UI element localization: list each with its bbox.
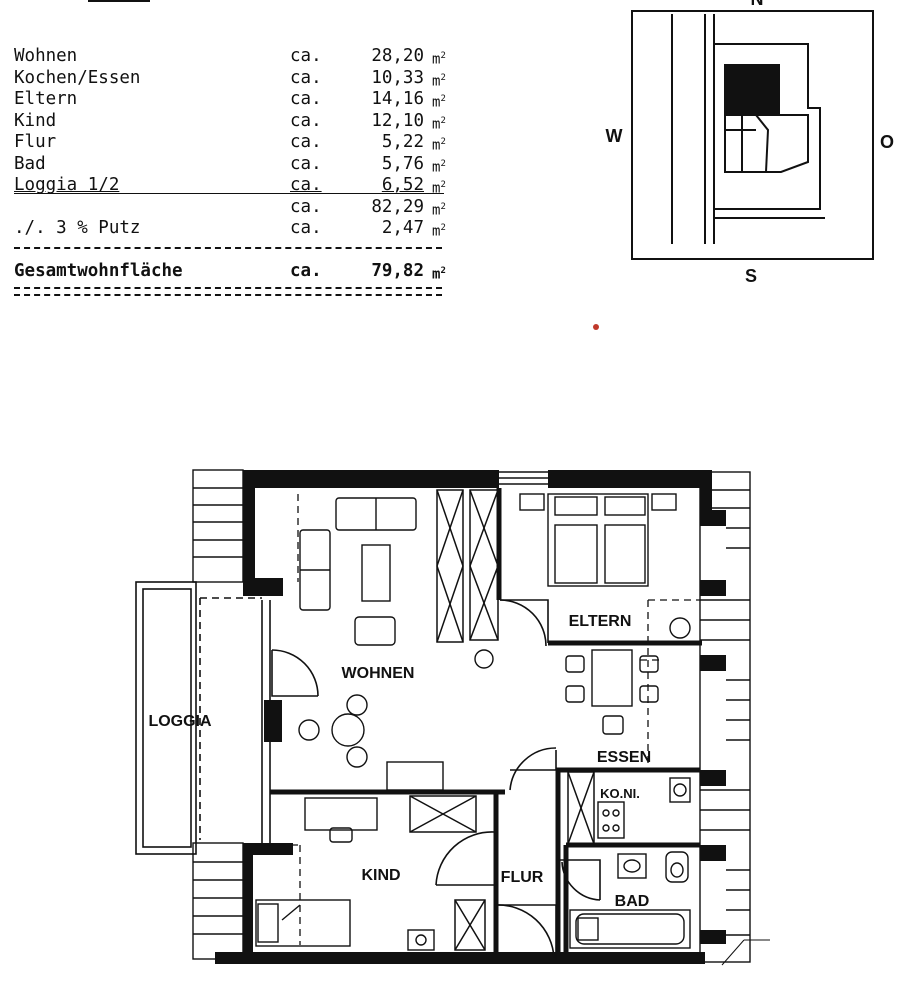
south-label: S [745,266,757,286]
room-name: Eltern [14,89,78,109]
approx-label: ca. [290,132,322,152]
area-value: 14,16 [371,89,424,109]
area-value: 5,22 [381,132,424,152]
approx-label: ca. [290,218,322,238]
approx-label: ca. [290,153,322,174]
room-labels: WOHNEN ELTERN ESSEN KO.NI. LOGGIA KIND F… [148,613,651,910]
building-highlight [724,64,780,116]
area-value: 12,10 [371,110,424,131]
approx-label: ca. [290,67,322,88]
unit: m2 [432,266,446,283]
dashed-lines [255,494,700,945]
room-label-wohnen: WOHNEN [342,665,415,682]
approx-label: ca. [290,196,322,217]
total-name: Gesamtwohnfläche [14,261,183,281]
room-name: Wohnen [14,46,78,66]
wardrobes [409,489,595,951]
approx-label: ca. [290,175,322,195]
approx-label: ca. [290,46,322,66]
sum-rule [14,193,444,194]
site-plan [631,10,874,260]
east-label: O [880,132,894,152]
area-row: Flur ca. 5,22 m2 [14,132,446,154]
corner-marks [721,939,770,966]
room-name: Kochen/Essen [14,67,141,88]
room-label-kochnische: KO.NI. [600,786,640,801]
approx-label: ca. [290,89,322,109]
approx-label: ca. [290,110,322,131]
deduction-value: 2,47 [381,218,424,238]
room-label-eltern: ELTERN [569,613,632,630]
floor-plan: WOHNEN ELTERN ESSEN KO.NI. LOGGIA KIND F… [135,469,770,966]
window-top [499,471,548,485]
doors [271,599,601,960]
room-label-essen: ESSEN [597,749,651,766]
unit: m2 [432,137,446,154]
unit: m2 [432,51,446,68]
total-row: Gesamtwohnfläche ca. 79,82 m2 [14,261,446,283]
unit: m2 [432,223,446,240]
area-value: 10,33 [371,67,424,88]
approx-label: ca. [290,261,322,281]
area-value: 5,76 [381,153,424,174]
furniture [255,493,691,951]
room-label-loggia: LOGGIA [148,713,212,730]
unit: m2 [432,94,446,111]
red-speck [593,324,599,330]
room-name: Bad [14,153,46,174]
unit: m2 [432,115,446,133]
north-label: N [751,0,764,9]
deduction-row: ./. 3 % Putz ca. 2,47 m2 [14,218,446,240]
area-row: Loggia 1/2 ca. 6,52 m2 [14,175,446,197]
room-label-kind: KIND [361,867,400,884]
interior-walls [270,488,702,960]
deduction-name: ./. 3 % Putz [14,218,141,238]
room-name: Kind [14,110,57,131]
top-rule [88,0,150,2]
area-row: Kochen/Essen ca. 10,33 m2 [14,67,446,90]
area-value: 28,20 [371,46,424,66]
room-name: Flur [14,132,57,152]
room-label-bad: BAD [615,893,650,910]
area-value: 6,52 [381,175,424,195]
loggia [135,581,271,855]
subtotal-value: 82,29 [371,196,424,217]
subtotal-row: ca. 82,29 m2 [14,196,446,219]
area-row: Bad ca. 5,76 m2 [14,153,446,176]
room-name: Loggia 1/2 [14,175,120,195]
total-value: 79,82 [371,261,424,281]
exterior-walls [215,470,726,964]
west-label: W [606,126,623,146]
site-boundary [631,10,874,260]
unit: m2 [432,158,446,176]
area-row: Wohnen ca. 28,20 m2 [14,46,446,68]
area-row: Kind ca. 12,10 m2 [14,110,446,133]
unit: m2 [432,72,446,90]
double-dashed-rule [14,287,442,296]
dashed-rule [14,247,442,249]
roof-tiles-right [699,471,751,963]
unit: m2 [432,201,446,219]
unit: m2 [432,180,446,197]
room-label-flur: FLUR [501,869,544,886]
area-row: Eltern ca. 14,16 m2 [14,89,446,111]
